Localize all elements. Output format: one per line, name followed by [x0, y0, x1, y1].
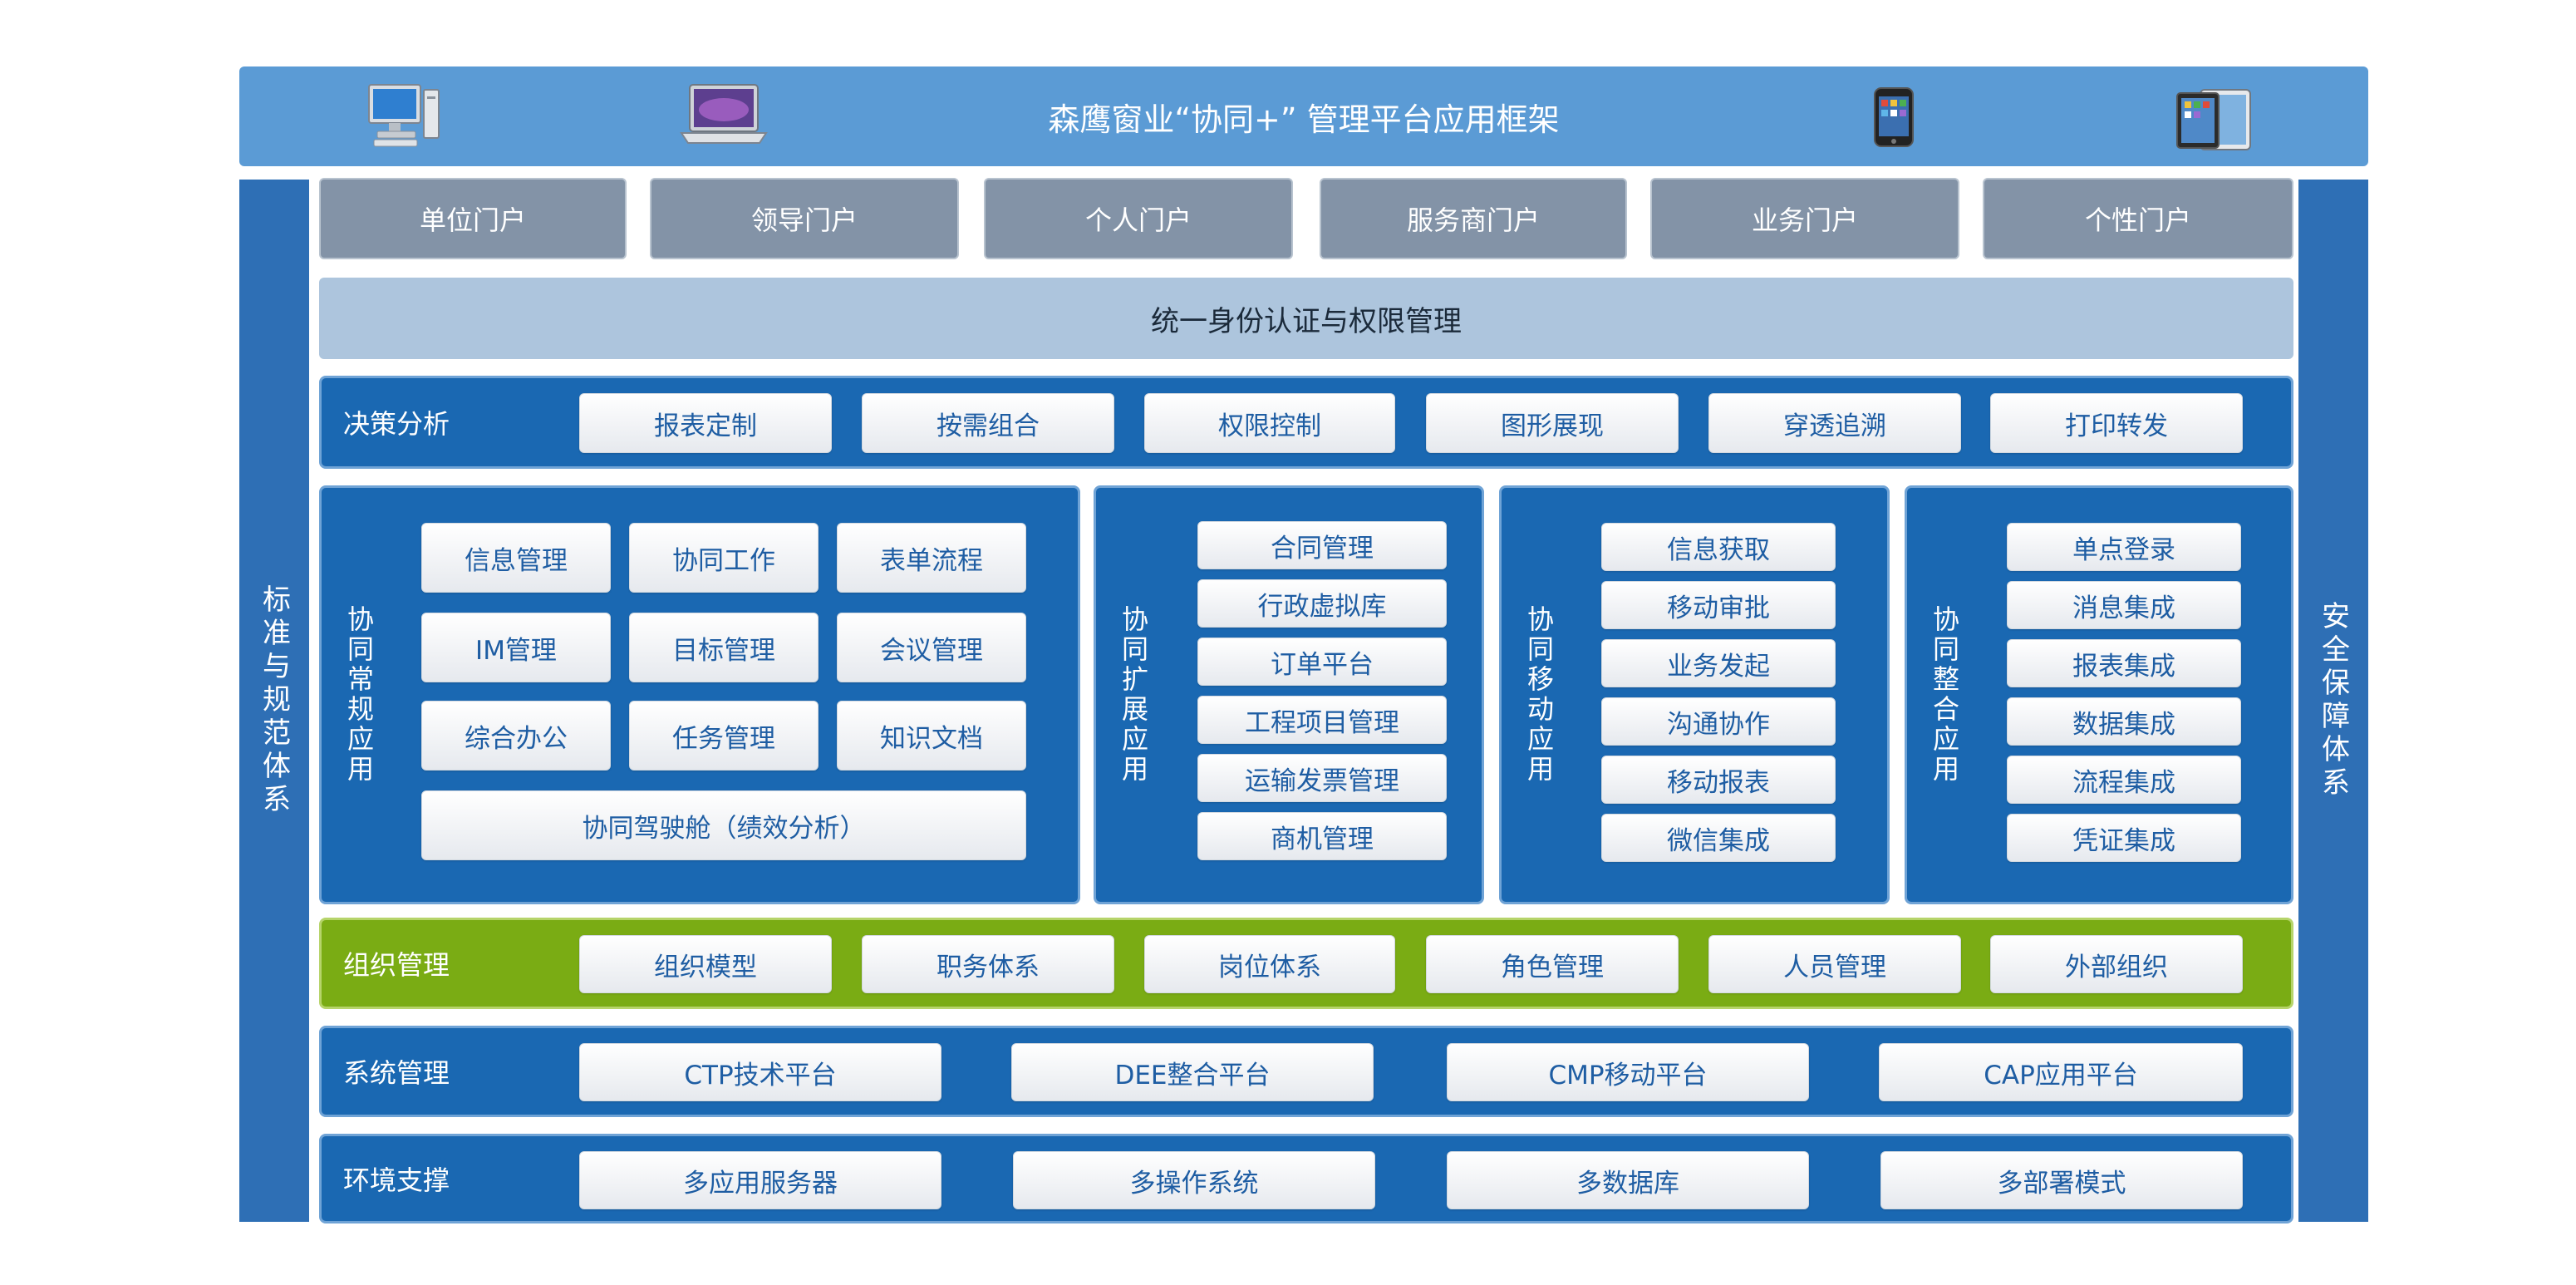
extended-apps-block: 协同扩展应用 合同管理 行政虚拟库 订单平台 工程项目管理 运输发票管理 商机管…: [1094, 485, 1484, 904]
integration-app-item[interactable]: 消息集成: [2007, 581, 2241, 629]
org-item[interactable]: 外部组织: [1990, 935, 2243, 993]
cockpit-performance-item[interactable]: 协同驾驶舱（绩效分析）: [421, 790, 1026, 860]
decision-item[interactable]: 报表定制: [579, 393, 832, 453]
security-sidebar-label: 安全保障体系: [2316, 601, 2350, 800]
extended-apps-label-wrap: 协同扩展应用: [1114, 488, 1153, 902]
extended-apps-label: 协同扩展应用: [1118, 605, 1149, 785]
integration-apps-label: 协同整合应用: [1929, 605, 1960, 785]
identity-auth-bar: 统一身份认证与权限管理: [319, 278, 2293, 359]
regular-app-item[interactable]: 知识文档: [837, 701, 1026, 771]
system-management-label: 系统管理: [343, 1057, 450, 1089]
mobile-apps-label: 协同移动应用: [1523, 605, 1555, 785]
mobile-apps-block: 协同移动应用 信息获取 移动审批 业务发起 沟通协作 移动报表 微信集成: [1499, 485, 1890, 904]
mobile-app-item[interactable]: 信息获取: [1601, 523, 1836, 571]
standards-sidebar: 标准与规范体系: [239, 180, 309, 1222]
mobile-app-item[interactable]: 业务发起: [1601, 639, 1836, 687]
laptop-icon: [678, 83, 769, 153]
integration-apps-block: 协同整合应用 单点登录 消息集成 报表集成 数据集成 流程集成 凭证集成: [1905, 485, 2293, 904]
regular-app-item[interactable]: 协同工作: [629, 523, 819, 593]
security-sidebar: 安全保障体系: [2298, 180, 2368, 1222]
integration-app-item[interactable]: 流程集成: [2007, 756, 2241, 804]
decision-item[interactable]: 穿透追溯: [1708, 393, 1961, 453]
decision-analysis-label: 决策分析: [343, 408, 450, 440]
portal-custom[interactable]: 个性门户: [1983, 178, 2293, 259]
org-item[interactable]: 人员管理: [1708, 935, 1961, 993]
integration-app-item[interactable]: 报表集成: [2007, 639, 2241, 687]
regular-apps-label-wrap: 协同常规应用: [340, 488, 378, 902]
mobile-apps-label-wrap: 协同移动应用: [1520, 488, 1558, 902]
env-item[interactable]: 多部署模式: [1880, 1151, 2243, 1209]
mobile-app-item[interactable]: 移动审批: [1601, 581, 1836, 629]
regular-app-item[interactable]: 综合办公: [421, 701, 611, 771]
regular-apps-label: 协同常规应用: [343, 605, 375, 785]
integration-app-item[interactable]: 凭证集成: [2007, 814, 2241, 862]
framework-header: 森鹰窗业“协同+” 管理平台应用框架: [239, 66, 2368, 166]
extended-app-item[interactable]: 行政虚拟库: [1197, 579, 1447, 628]
regular-apps-block: 协同常规应用 信息管理 协同工作 表单流程 IM管理 目标管理 会议管理 综合办…: [319, 485, 1080, 904]
desktop-icon: [367, 81, 442, 155]
framework-title: 森鹰窗业“协同+” 管理平台应用框架: [1048, 101, 1560, 138]
env-item[interactable]: 多数据库: [1447, 1151, 1809, 1209]
portal-unit[interactable]: 单位门户: [319, 178, 627, 259]
env-item[interactable]: 多操作系统: [1013, 1151, 1375, 1209]
extended-app-item[interactable]: 工程项目管理: [1197, 696, 1447, 744]
regular-app-item[interactable]: 会议管理: [837, 613, 1026, 682]
phone-icon: [1871, 86, 1916, 151]
integration-app-item[interactable]: 单点登录: [2007, 523, 2241, 571]
extended-app-item[interactable]: 商机管理: [1197, 812, 1447, 860]
system-item[interactable]: CTP技术平台: [579, 1043, 941, 1101]
regular-app-item[interactable]: 任务管理: [629, 701, 819, 771]
regular-app-item[interactable]: IM管理: [421, 613, 611, 682]
env-item[interactable]: 多应用服务器: [579, 1151, 941, 1209]
system-management-row: 系统管理 CTP技术平台 DEE整合平台 CMP移动平台 CAP应用平台: [319, 1026, 2293, 1117]
regular-app-item[interactable]: 目标管理: [629, 613, 819, 682]
integration-apps-label-wrap: 协同整合应用: [1925, 488, 1964, 902]
portal-business[interactable]: 业务门户: [1650, 178, 1959, 259]
decision-item[interactable]: 按需组合: [862, 393, 1114, 453]
portal-leader[interactable]: 领导门户: [650, 178, 959, 259]
system-item[interactable]: CAP应用平台: [1879, 1043, 2243, 1101]
extended-app-item[interactable]: 订单平台: [1197, 638, 1447, 686]
environment-support-row: 环境支撑 多应用服务器 多操作系统 多数据库 多部署模式: [319, 1134, 2293, 1223]
regular-app-item[interactable]: 表单流程: [837, 523, 1026, 593]
portal-provider[interactable]: 服务商门户: [1320, 178, 1627, 259]
mobile-app-item[interactable]: 微信集成: [1601, 814, 1836, 862]
integration-app-item[interactable]: 数据集成: [2007, 697, 2241, 746]
tablet-icon: [2175, 88, 2252, 155]
standards-sidebar-label: 标准与规范体系: [257, 584, 291, 817]
system-item[interactable]: CMP移动平台: [1447, 1043, 1809, 1101]
extended-app-item[interactable]: 合同管理: [1197, 521, 1447, 569]
extended-app-item[interactable]: 运输发票管理: [1197, 754, 1447, 802]
decision-analysis-row: 决策分析 报表定制 按需组合 权限控制 图形展现 穿透追溯 打印转发: [319, 376, 2293, 469]
org-item[interactable]: 职务体系: [862, 935, 1114, 993]
org-management-label: 组织管理: [343, 949, 450, 981]
mobile-app-item[interactable]: 移动报表: [1601, 756, 1836, 804]
system-item[interactable]: DEE整合平台: [1011, 1043, 1374, 1101]
mobile-app-item[interactable]: 沟通协作: [1601, 697, 1836, 746]
org-item[interactable]: 组织模型: [579, 935, 832, 993]
decision-item[interactable]: 打印转发: [1990, 393, 2243, 453]
org-item[interactable]: 角色管理: [1426, 935, 1679, 993]
org-management-row: 组织管理 组织模型 职务体系 岗位体系 角色管理 人员管理 外部组织: [319, 918, 2293, 1009]
decision-item[interactable]: 图形展现: [1426, 393, 1679, 453]
portal-personal[interactable]: 个人门户: [984, 178, 1293, 259]
environment-support-label: 环境支撑: [343, 1164, 450, 1196]
decision-item[interactable]: 权限控制: [1144, 393, 1395, 453]
org-item[interactable]: 岗位体系: [1144, 935, 1395, 993]
regular-app-item[interactable]: 信息管理: [421, 523, 611, 593]
